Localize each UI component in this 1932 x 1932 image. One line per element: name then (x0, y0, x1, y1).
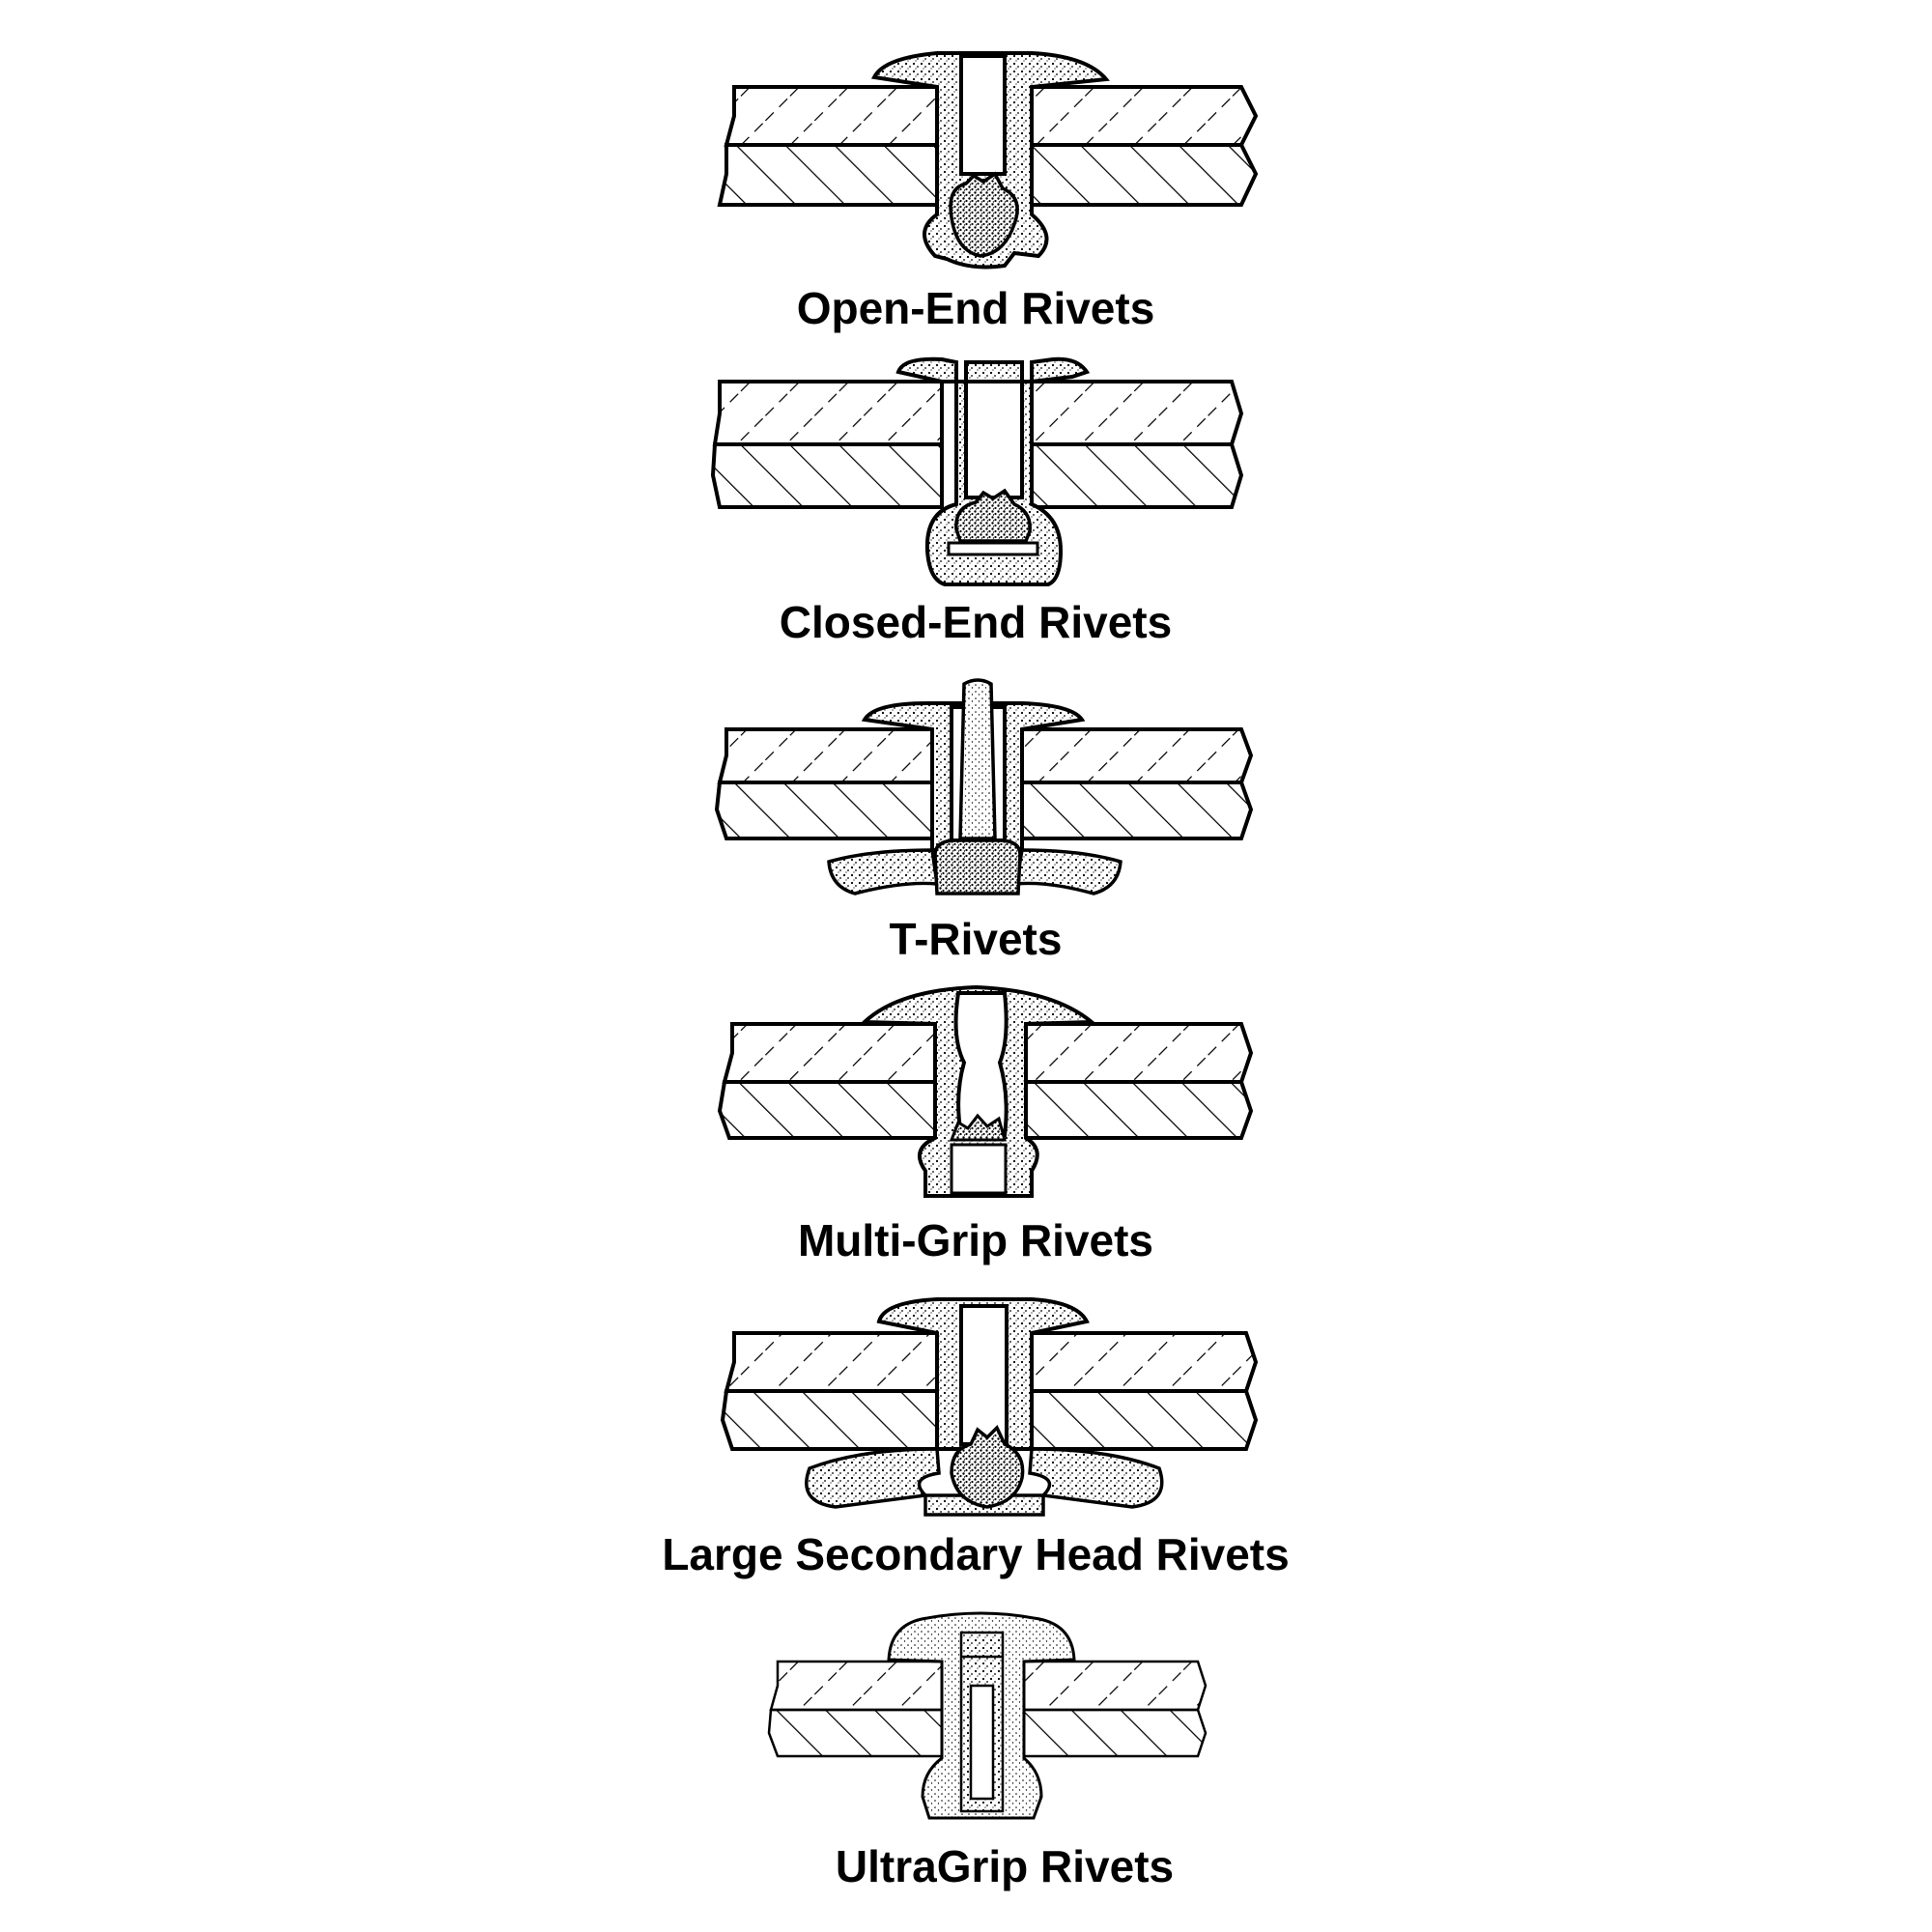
sheet-left (720, 1331, 939, 1451)
panel-open-end: Open-End Rivets (717, 51, 1259, 333)
panel-t-rivet: T-Rivets (714, 678, 1254, 964)
caption-closed-end: Closed-End Rivets (780, 597, 1172, 647)
sheet-right (1022, 1660, 1208, 1758)
caption-open-end: Open-End Rivets (797, 283, 1155, 333)
rivet-body (895, 356, 1091, 586)
caption-ultragrip: UltraGrip Rivets (836, 1841, 1174, 1891)
panel-multi-grip: Multi-Grip Rivets (717, 984, 1254, 1265)
large-secondary-head-petals (805, 1447, 1164, 1517)
sheet-right (1030, 380, 1244, 509)
mandrel-shank (958, 678, 997, 840)
sheet-right (1030, 1331, 1259, 1451)
sheet-right (1030, 85, 1259, 207)
sheet-right (1020, 727, 1254, 840)
caption-t-rivet: T-Rivets (890, 914, 1063, 964)
panel-large-secondary-head: Large Secondary Head Rivets (662, 1297, 1290, 1579)
sheet-left (717, 85, 939, 207)
mandrel-head (933, 838, 1022, 895)
mandrel-head (949, 1113, 1007, 1142)
closed-end-cap-gap (947, 541, 1039, 556)
mandrel-head (949, 171, 1019, 258)
caption-large-secondary-head: Large Secondary Head Rivets (662, 1529, 1289, 1579)
rivet-tail-hole (950, 1143, 1008, 1195)
mandrel-slot (969, 1684, 995, 1801)
sheet-left (714, 727, 934, 840)
mandrel-head (954, 488, 1032, 543)
panel-ultragrip: UltraGrip Rivets (767, 1611, 1208, 1891)
panel-closed-end: Closed-End Rivets (710, 356, 1244, 647)
caption-multi-grip: Multi-Grip Rivets (798, 1215, 1153, 1265)
t-rivet-legs (827, 848, 1122, 895)
sheet-left (717, 1022, 937, 1140)
sheet-right (1024, 1022, 1254, 1140)
sheet-left (767, 1660, 944, 1758)
sheet-left (710, 380, 944, 509)
mandrel-head (950, 1425, 1025, 1509)
